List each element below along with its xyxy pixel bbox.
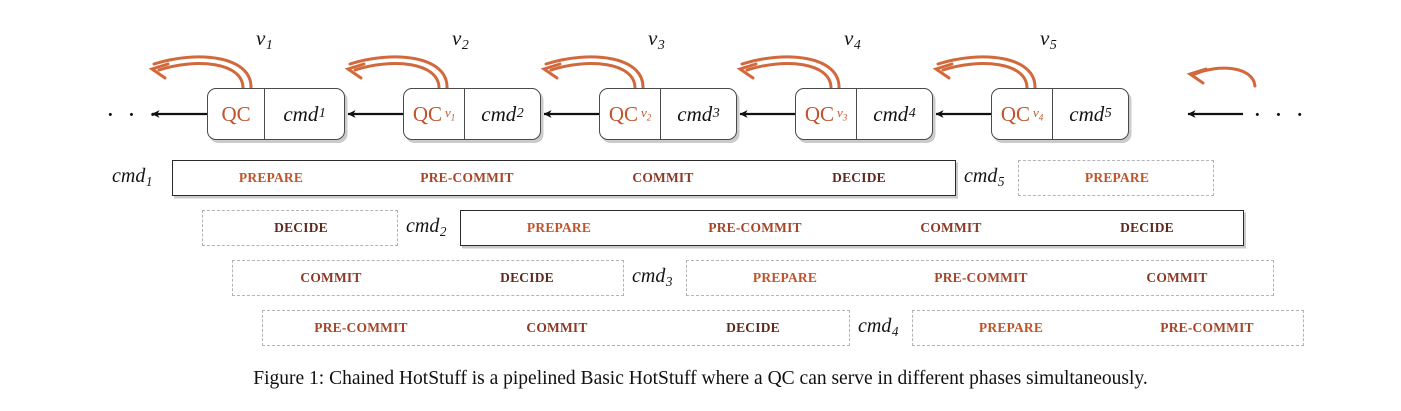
row-1-phase-commit: COMMIT [632,170,694,185]
node-4-cmd-label: cmd [873,101,909,126]
row-1-left-cmd-tag: cmd1 [112,165,153,189]
node-3-cmd-sub: 3 [712,106,720,121]
row-1-segment-1-solid: PREPARE PRE-COMMIT COMMIT DECIDE [172,160,956,196]
node-1-qc-cell[interactable]: QC [208,89,266,139]
node-4-qc-label: QC [804,101,834,126]
node-1-cmd-sub: 1 [318,106,326,121]
node-5-cmd-label: cmd [1069,101,1105,126]
row-1-phase-prepare: PREPARE [238,170,304,185]
row-3-cmd-tag: cmd3 [632,265,673,289]
row-2-phase-pre-commit: PRE-COMMIT [708,220,802,235]
node-4-cmd-sub: 4 [908,106,916,121]
node-1-qc-label: QC [221,101,251,126]
node-4-qc-sub: v3 [837,105,848,123]
row-2-segment-1-dashed: DECIDE [202,210,398,246]
row-3-phase-commit: COMMIT [300,270,362,285]
node-2-cmd-label: cmd [481,101,517,126]
view-label-v3: v3 [648,26,665,52]
row-2-phase-decide: DECIDE [274,220,328,235]
node-3-cmd-label: cmd [677,101,713,126]
view-label-v2: v2 [452,26,469,52]
left-ellipsis: · · · [106,100,160,129]
node-2-qc-sub: v1 [445,105,456,123]
row-1-phase-pre-commit: PRE-COMMIT [420,170,514,185]
row-4-phase-pre-commit: PRE-COMMIT [1160,320,1254,335]
row-3-phase-commit: COMMIT [1146,270,1208,285]
row-4-phase-decide: DECIDE [726,320,780,335]
node-5-cmd-sub: 5 [1104,106,1112,121]
node-3-qc-sub: v2 [641,105,652,123]
node-3-qc-label: QC [608,101,638,126]
right-ellipsis: · · · [1253,100,1307,129]
row-3-phase-prepare: PREPARE [752,270,818,285]
row-1-segment-2-dashed: PREPARE [1018,160,1214,196]
row-1-cmd-tag: cmd5 [964,165,1005,189]
figure-caption: Figure 1: Chained HotStuff is a pipeline… [253,368,1148,389]
view-label-v5: v5 [1040,26,1057,52]
row-4-cmd-tag: cmd4 [858,315,899,339]
view-label-v4: v4 [844,26,861,52]
qc-justify-arrows [148,55,1257,90]
node-2-cmd-sub: 2 [516,106,524,121]
row-4-phase-pre-commit: PRE-COMMIT [314,320,408,335]
node-2-qc-label: QC [412,101,442,126]
row-3-phase-pre-commit: PRE-COMMIT [934,270,1028,285]
row-3-segment-2-dashed: PREPARE PRE-COMMIT COMMIT [686,260,1274,296]
row-4-segment-1-dashed: PRE-COMMIT COMMIT DECIDE [262,310,850,346]
row-2-phase-commit: COMMIT [920,220,982,235]
view-label-v1: v1 [256,26,273,52]
row-2-phase-prepare: PREPARE [526,220,592,235]
row-2-segment-2-solid: PREPARE PRE-COMMIT COMMIT DECIDE [460,210,1244,246]
row-4-segment-2-dashed: PREPARE PRE-COMMIT [912,310,1304,346]
row-1-phase-prepare: PREPARE [1084,170,1150,185]
row-3-phase-decide: DECIDE [500,270,554,285]
node-1-cmd-label: cmd [283,101,319,126]
row-2-cmd-tag: cmd2 [406,215,447,239]
row-4-phase-prepare: PREPARE [978,320,1044,335]
row-1-phase-decide: DECIDE [832,170,886,185]
row-4-phase-commit: COMMIT [526,320,588,335]
node-5-qc-sub: v4 [1033,105,1044,123]
row-3-segment-1-dashed: COMMIT DECIDE [232,260,624,296]
node-5-qc-label: QC [1000,101,1030,126]
row-2-phase-decide: DECIDE [1120,220,1174,235]
